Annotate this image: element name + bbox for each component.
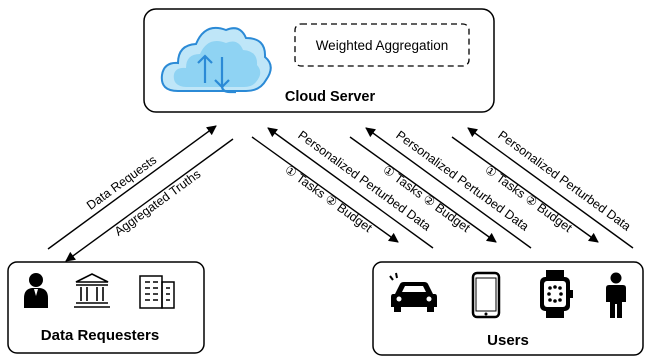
weighted-aggregation-label: Weighted Aggregation xyxy=(316,38,449,53)
data-requests-arrow xyxy=(47,125,217,250)
requester-server-link: Data Requests Aggregated Truths xyxy=(47,125,234,262)
users-node: Users xyxy=(372,261,644,356)
person-icon xyxy=(606,272,626,318)
bank-icon xyxy=(74,273,110,308)
cloud-server-node: Weighted Aggregation Cloud Server xyxy=(143,8,495,113)
tasks-budget-arrow xyxy=(451,136,599,243)
perturbed-data-arrow xyxy=(267,127,434,249)
perturbed-data-arrow xyxy=(467,127,634,249)
perturbed-data-arrow xyxy=(365,127,532,249)
car-icon xyxy=(389,272,437,312)
cloud-server-label: Cloud Server xyxy=(285,89,376,105)
smartwatch-icon xyxy=(540,270,573,318)
data-requesters-label: Data Requesters xyxy=(41,327,159,344)
building-icon xyxy=(139,275,175,309)
tasks-budget-arrow xyxy=(349,136,497,243)
data-requesters-node: Data Requesters xyxy=(7,261,205,354)
cloud-icon xyxy=(160,26,272,94)
weighted-aggregation-box xyxy=(294,23,470,67)
users-label: Users xyxy=(487,332,529,349)
tasks-budget-arrow xyxy=(251,136,399,243)
smartphone-icon xyxy=(471,271,501,319)
person-icon xyxy=(24,273,48,308)
aggregated-truths-arrow xyxy=(65,138,234,262)
